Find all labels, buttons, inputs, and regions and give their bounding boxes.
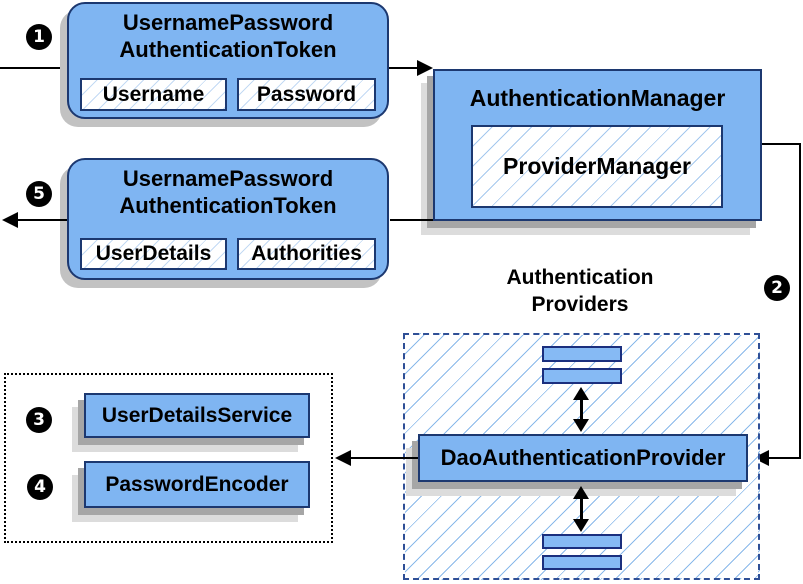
provider-manager-box: ProviderManager [471, 125, 723, 208]
providers-heading-line1: Authentication [506, 266, 654, 289]
response-token-title: UsernamePassword AuthenticationToken [69, 160, 387, 219]
token-to-manager-arrowhead-icon [417, 60, 433, 76]
arrow-stem [579, 499, 583, 519]
password-encoder-box: PasswordEncoder [84, 461, 310, 508]
authentication-manager-box: AuthenticationManager ProviderManager [433, 69, 762, 221]
step-1-badge: 1 [26, 24, 52, 50]
request-token-title-line1: UsernamePassword [122, 10, 334, 35]
request-token-title-line2: AuthenticationToken [119, 37, 337, 62]
incoming-request-line [0, 67, 67, 69]
provider-to-services-arrowhead-icon [335, 450, 351, 466]
token-to-manager-line [389, 67, 417, 69]
outgoing-response-line [15, 219, 67, 221]
manager-to-provider-line-bottom [769, 457, 801, 459]
provider-stack-link-arrow-icon [573, 387, 589, 432]
username-field-box: Username [80, 78, 227, 111]
manager-to-provider-line-top [762, 143, 801, 145]
response-token-box: UsernamePassword AuthenticationToken Use… [67, 158, 389, 280]
providers-heading-line2: Providers [531, 293, 629, 316]
manager-to-provider-line-vertical [799, 143, 801, 459]
step-4-badge: 4 [27, 474, 53, 500]
request-token-title: UsernamePassword AuthenticationToken [69, 4, 387, 63]
userdetails-field-box: UserDetails [80, 238, 227, 270]
manager-to-token-line [390, 219, 433, 221]
provider-stack-bar [542, 555, 622, 570]
password-field-box: Password [237, 78, 376, 111]
response-token-title-line1: UsernamePassword [122, 166, 334, 191]
user-details-service-box: UserDetailsService [84, 393, 310, 438]
arrow-up-head-icon [573, 486, 589, 499]
response-token-title-line2: AuthenticationToken [119, 193, 337, 218]
provider-stack-bar [542, 346, 622, 362]
arrow-stem [579, 400, 583, 419]
arrow-down-head-icon [573, 419, 589, 432]
provider-stack-bar [542, 534, 622, 549]
arrow-up-head-icon [573, 387, 589, 400]
authentication-manager-title: AuthenticationManager [469, 85, 726, 111]
providers-heading: Authentication Providers [440, 264, 720, 318]
provider-stack-bar [542, 368, 622, 384]
outgoing-response-arrowhead-icon [2, 212, 18, 228]
provider-to-services-line [351, 457, 418, 459]
dao-authentication-provider-box: DaoAuthenticationProvider [418, 434, 748, 482]
step-5-badge: 5 [26, 181, 52, 207]
request-token-box: UsernamePassword AuthenticationToken Use… [67, 2, 389, 119]
provider-stack-link-arrow-icon [573, 486, 589, 532]
arrow-down-head-icon [573, 519, 589, 532]
services-group-box [4, 373, 333, 543]
authorities-field-box: Authorities [237, 238, 376, 270]
step-3-badge: 3 [26, 407, 52, 433]
step-2-badge: 2 [764, 275, 790, 301]
